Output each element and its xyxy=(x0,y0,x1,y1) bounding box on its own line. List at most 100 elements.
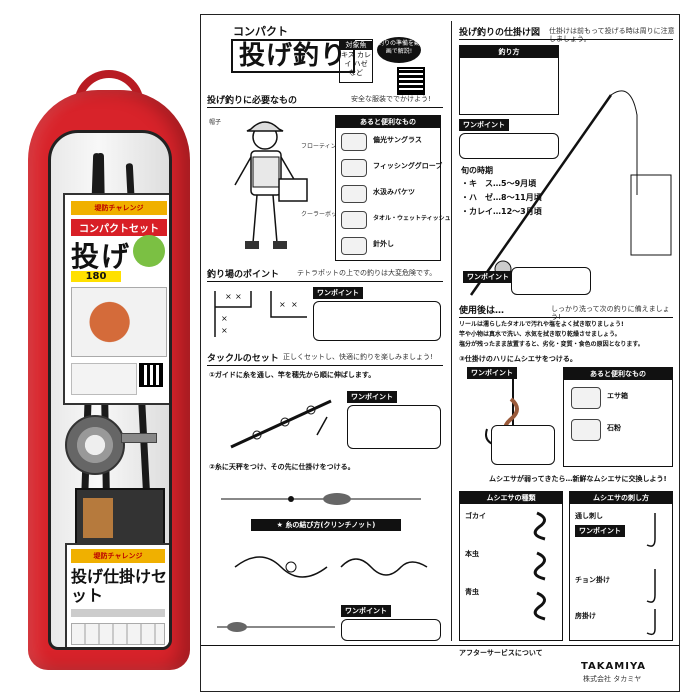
bait-types-box: ムシエサの種類 xyxy=(459,491,563,641)
bait-item-2: 石粉 xyxy=(607,424,621,432)
rig-line-diagram xyxy=(217,622,335,632)
product-bag: 堤防チャレンジ コンパクトセット 投げ 180 堤防チャレンジ 投げ仕掛けセット xyxy=(28,70,190,675)
person-label-vest: フローティングベスト xyxy=(301,143,361,150)
season-2: ・ハ ゼ…8～11月頃 xyxy=(461,193,542,202)
useful-item-2: フィッシンググローブ xyxy=(373,162,443,170)
sheet-footer xyxy=(201,645,679,691)
bait-types-heading: ムシエサの種類 xyxy=(460,492,562,504)
set-info xyxy=(71,363,137,395)
useful-item-5: 針外し xyxy=(373,240,394,248)
tackle-box-image xyxy=(75,488,165,548)
video-qr-code xyxy=(397,67,425,95)
worm-illustrations xyxy=(533,511,546,621)
bait-item-1: エサ箱 xyxy=(607,392,628,400)
svg-text:×: × xyxy=(279,300,286,309)
spot-diagram: ×× ×× ×× xyxy=(214,291,307,337)
after-line-1: リールは濡らしたタオルで汚れや塩をよく拭き取りましょう! xyxy=(459,321,624,328)
hook-remover-icon xyxy=(341,237,367,255)
video-badge: 釣りの準備を動画で解説! xyxy=(377,37,421,63)
person-label-cooler: クーラーボックス xyxy=(301,211,349,218)
rig-diagram-note: 仕掛けは前もって投げる時は周りに注意しましょう。 xyxy=(549,27,675,43)
spot-heading: 釣り場のポイント xyxy=(207,270,280,280)
glove-icon xyxy=(341,159,367,177)
bait-box-icon xyxy=(571,387,601,409)
bait-hook-2: チョン掛け xyxy=(575,576,610,584)
instruction-sheet: コンパクト 投げ釣り 対象魚 キス カレイ ハゼ など 釣りの準備を動画で解説!… xyxy=(200,14,680,692)
svg-text:×: × xyxy=(291,300,298,309)
rig-subtext xyxy=(71,609,165,617)
title-big: 投げ釣り xyxy=(231,39,356,73)
person-label-hat: 帽子 xyxy=(209,119,222,126)
bait-swap-note: ムシエサが弱ってきたら…新鮮なムシエサに交換しよう! xyxy=(489,475,667,483)
season-1: ・キ ス…5～9月頃 xyxy=(461,179,537,188)
set-name: コンパクトセット xyxy=(71,219,167,236)
how-one-point: ワンポイント xyxy=(459,119,509,131)
how-box: 釣り方 xyxy=(459,45,559,115)
bait-one-point: ワンポイント xyxy=(467,367,517,379)
bag-window: 堤防チャレンジ コンパクトセット 投げ 180 堤防チャレンジ 投げ仕掛けセット xyxy=(48,130,172,650)
sunglasses-icon xyxy=(341,133,367,151)
tackle-note: 正しくセットし、快適に釣りを楽しみましょう! xyxy=(283,353,433,361)
bait-callout xyxy=(491,425,555,465)
spot-note: テトラポットの上での釣りは大変危険です。 xyxy=(297,269,437,277)
brand-name-jp: 株式会社 タカミヤ xyxy=(583,675,642,683)
needs-rule xyxy=(207,107,443,108)
footer-note: アフターサービスについて xyxy=(459,649,543,657)
rig-callout xyxy=(341,619,441,641)
after-line-2: 竿や小物は真水で洗い、水気を拭き取り乾燥させましょう。 xyxy=(459,331,621,338)
set-type: 投げ xyxy=(71,240,132,273)
hook-illustrations xyxy=(646,513,656,636)
angler-illustration xyxy=(234,121,308,249)
useful-item-4: タオル・ウェットティッシュ xyxy=(373,215,451,222)
set-qr-code xyxy=(139,363,163,387)
rig-title: 投げ仕掛けセット xyxy=(71,567,168,605)
bait-type-3: 青虫 xyxy=(465,588,479,596)
rig-tag: 堤防チャレンジ xyxy=(71,549,165,563)
towel-icon xyxy=(341,211,367,229)
target-label: 対象魚 xyxy=(340,41,372,50)
bait-useful-heading: あると便利なもの xyxy=(564,368,672,380)
season-heading: 旬の時期 xyxy=(461,166,493,175)
tackle-callout xyxy=(347,405,441,449)
bait-hook-one-point: ワンポイント xyxy=(575,525,625,537)
knot-heading: ★ 糸の結び方(クリンチノット) xyxy=(251,519,401,531)
svg-text:×: × xyxy=(235,292,242,301)
reel-one-point: ワンポイント xyxy=(463,271,513,283)
tackle-one-point: ワンポイント xyxy=(347,391,397,403)
tackle-step-2: ②糸に天秤をつけ、その先に仕掛けをつける。 xyxy=(209,463,355,471)
spot-callout xyxy=(313,301,441,341)
needs-note: 安全な服装ででかけよう! xyxy=(351,95,431,103)
season-3: ・カレイ…12～3月頃 xyxy=(461,207,542,216)
after-rule xyxy=(459,317,673,318)
set-tag: 堤防チャレンジ xyxy=(71,201,167,215)
rig-one-point: ワンポイント xyxy=(341,605,391,617)
how-callout xyxy=(459,133,559,159)
knot-illustration xyxy=(234,556,428,578)
tackle-rule xyxy=(207,365,443,366)
reel-image xyxy=(65,415,125,475)
svg-text:×: × xyxy=(221,326,228,335)
bag-handle xyxy=(74,70,144,110)
useful-item-1: 偏光サングラス xyxy=(373,136,422,144)
brand-logo: TAKAMIYA xyxy=(581,661,646,672)
reel-arm xyxy=(121,433,157,443)
useful-heading: あると便利なもの xyxy=(336,116,440,128)
bait-type-1: ゴカイ xyxy=(465,512,486,520)
spot-one-point: ワンポイント xyxy=(313,287,363,299)
sinker-diagram xyxy=(221,493,421,505)
reel-callout xyxy=(511,267,591,295)
rig-diagram-heading: 投げ釣りの仕掛け図 xyxy=(459,28,541,38)
after-line-3: 塩分が残ったまま放置すると、劣化・変質・食色の原因となります。 xyxy=(459,341,644,348)
stone-powder-icon xyxy=(571,419,601,441)
rig-hooks-image xyxy=(71,623,165,645)
spot-rule xyxy=(207,281,443,282)
title-small: コンパクト xyxy=(233,25,288,38)
column-divider xyxy=(451,21,452,641)
bait-hook-1: 通し刺し xyxy=(575,512,603,520)
bait-useful-box: あると便利なもの xyxy=(563,367,673,467)
tackle-step-1: ①ガイドに糸を通し、竿を穂先から順に伸ばします。 xyxy=(209,371,376,379)
set-package-card: 堤防チャレンジ コンパクトセット 投げ 180 xyxy=(63,193,169,405)
svg-text:×: × xyxy=(221,314,228,323)
bucket-icon xyxy=(341,185,367,203)
bait-hook-heading: ムシエサの刺し方 xyxy=(570,492,672,504)
